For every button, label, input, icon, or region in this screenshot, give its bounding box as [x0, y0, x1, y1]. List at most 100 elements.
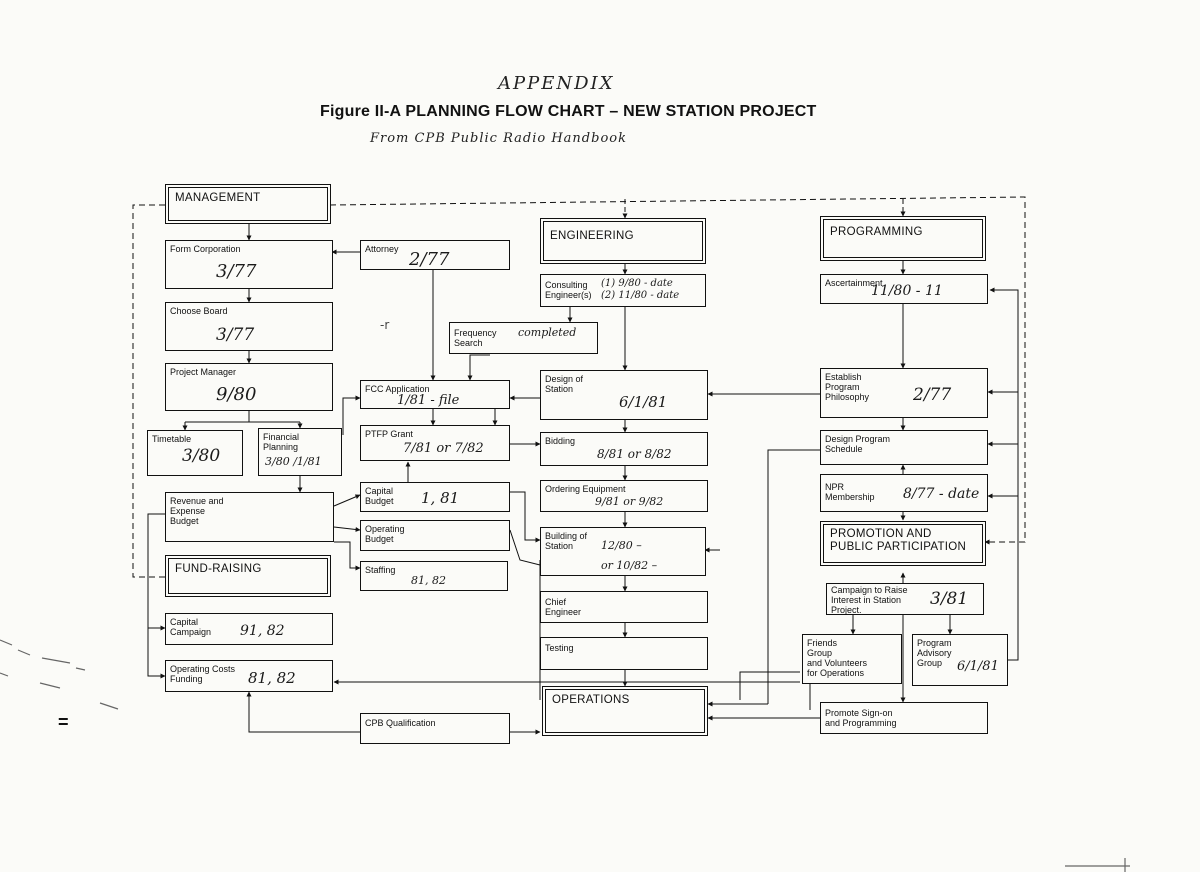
- campaign-raise-date: 3/81: [930, 589, 969, 609]
- management-label: MANAGEMENT: [175, 192, 261, 204]
- npr-membership-date: 8/77 - date: [903, 486, 980, 502]
- form-corporation-label: Form Corporation: [170, 244, 241, 254]
- choose-board-box: Choose Board 3/77: [165, 302, 333, 351]
- form-corporation-box: Form Corporation 3/77: [165, 240, 333, 289]
- design-program-schedule-label: Design Program Schedule: [825, 434, 891, 454]
- fcc-application-label: FCC Application: [365, 384, 430, 394]
- revenue-budget-box: Revenue and Expense Budget: [165, 492, 334, 542]
- ascertainment-label: Ascertainment: [825, 278, 883, 288]
- operations-box: OPERATIONS: [542, 686, 708, 736]
- design-program-schedule-box: Design Program Schedule: [820, 430, 988, 465]
- revenue-budget-label: Revenue and Expense Budget: [170, 496, 224, 526]
- programming-box: PROGRAMMING: [820, 216, 986, 261]
- ordering-equipment-label: Ordering Equipment: [545, 484, 626, 494]
- timetable-date: 3/80: [182, 446, 221, 466]
- program-advisory-label: Program Advisory Group: [917, 638, 952, 668]
- building-station-dates: 12/80 – or 10/82 –: [601, 539, 658, 572]
- friends-group-label: Friends Group and Volunteers for Operati…: [807, 638, 868, 678]
- chief-engineer-box: Chief Engineer: [540, 591, 708, 623]
- building-station-box: Building of Station 12/80 – or 10/82 –: [540, 527, 706, 576]
- ascertainment-box: Ascertainment 11/80 - 11: [820, 274, 988, 304]
- attorney-date: 2/77: [409, 249, 450, 270]
- engineering-label: ENGINEERING: [550, 230, 634, 242]
- financial-planning-date: 3/80 /1/81: [265, 455, 322, 468]
- operating-costs-date: 81, 82: [248, 669, 296, 687]
- staffing-box: Staffing 81, 82: [360, 561, 508, 591]
- programming-label: PROGRAMMING: [830, 226, 923, 238]
- choose-board-label: Choose Board: [170, 306, 228, 316]
- ordering-equipment-box: Ordering Equipment 9/81 or 9/82: [540, 480, 708, 512]
- handwritten-appendix: APPENDIX: [498, 73, 615, 94]
- capital-budget-date: 1, 81: [421, 489, 460, 507]
- financial-planning-box: Financial Planning 3/80 /1/81: [258, 428, 342, 476]
- ordering-equipment-date: 9/81 or 9/82: [595, 495, 664, 508]
- capital-campaign-label: Capital Campaign: [170, 617, 212, 637]
- ascertainment-date: 11/80 - 11: [871, 283, 943, 299]
- stray-mark: -r: [380, 318, 390, 332]
- bidding-label: Bidding: [545, 436, 576, 446]
- capital-budget-label: Capital Budget: [365, 486, 394, 506]
- fcc-application-box: FCC Application 1/81 - file: [360, 380, 510, 409]
- capital-campaign-box: Capital Campaign 91, 82: [165, 613, 333, 645]
- operating-costs-box: Operating Costs Funding 81, 82: [165, 660, 333, 692]
- chief-engineer-label: Chief Engineer: [545, 597, 582, 617]
- promotion-box: PROMOTION AND PUBLIC PARTICIPATION: [820, 521, 986, 566]
- npr-membership-label: NPR Membership: [825, 482, 875, 502]
- project-manager-box: Project Manager 9/80: [165, 363, 333, 411]
- design-station-box: Design of Station 6/1/81: [540, 370, 708, 420]
- figure-title: Figure II-A PLANNING FLOW CHART – NEW ST…: [320, 103, 817, 120]
- promote-signon-label: Promote Sign-on and Programming: [825, 708, 897, 728]
- operating-costs-label: Operating Costs Funding: [170, 664, 236, 684]
- operations-label: OPERATIONS: [552, 694, 630, 706]
- capital-budget-box: Capital Budget 1, 81: [360, 482, 510, 512]
- ptfp-grant-label: PTFP Grant: [365, 429, 413, 439]
- attorney-box: Attorney 2/77: [360, 240, 510, 270]
- ptfp-grant-box: PTFP Grant 7/81 or 7/82: [360, 425, 510, 461]
- operating-budget-label: Operating Budget: [365, 524, 405, 544]
- management-box: MANAGEMENT: [165, 184, 331, 224]
- choose-board-date: 3/77: [216, 325, 255, 345]
- engineering-box: ENGINEERING: [540, 218, 706, 264]
- testing-box: Testing: [540, 637, 708, 670]
- promote-signon-box: Promote Sign-on and Programming: [820, 702, 988, 734]
- cpb-qualification-label: CPB Qualification: [365, 718, 436, 728]
- timetable-label: Timetable: [152, 434, 192, 444]
- project-manager-date: 9/80: [216, 384, 257, 405]
- form-corporation-date: 3/77: [216, 261, 257, 282]
- building-station-label: Building of Station: [545, 531, 588, 551]
- friends-group-box: Friends Group and Volunteers for Operati…: [802, 634, 902, 684]
- fund-raising-box: FUND-RAISING: [165, 555, 331, 597]
- fcc-application-date: 1/81 - file: [397, 393, 460, 408]
- campaign-raise-label: Campaign to Raise Interest in Station Pr…: [831, 585, 908, 615]
- fund-raising-label: FUND-RAISING: [175, 563, 262, 575]
- margin-equals-mark: =: [58, 712, 69, 732]
- program-philosophy-box: Establish Program Philosophy 2/77: [820, 368, 988, 418]
- npr-membership-box: NPR Membership 8/77 - date: [820, 474, 988, 512]
- timetable-box: Timetable 3/80: [147, 430, 243, 476]
- program-advisory-box: Program Advisory Group 6/1/81: [912, 634, 1008, 686]
- consulting-engineer-label: Consulting Engineer(s): [545, 280, 592, 300]
- design-station-date: 6/1/81: [619, 393, 668, 411]
- promotion-label: PROMOTION AND PUBLIC PARTICIPATION: [830, 528, 967, 553]
- handwritten-source-note: From CPB Public Radio Handbook: [370, 131, 627, 146]
- program-advisory-date: 6/1/81: [957, 659, 999, 674]
- ptfp-grant-date: 7/81 or 7/82: [403, 441, 484, 456]
- consulting-engineer-box: Consulting Engineer(s) (1) 9/80 - date (…: [540, 274, 706, 307]
- frequency-search-label: Frequency Search: [454, 328, 497, 348]
- financial-planning-label: Financial Planning: [263, 432, 300, 452]
- consulting-engineer-dates: (1) 9/80 - date (2) 11/80 - date: [601, 278, 680, 301]
- bidding-box: Bidding 8/81 or 8/82: [540, 432, 708, 466]
- testing-label: Testing: [545, 643, 574, 653]
- program-philosophy-label: Establish Program Philosophy: [825, 372, 870, 402]
- capital-campaign-date: 91, 82: [240, 623, 285, 639]
- staffing-date: 81, 82: [411, 574, 446, 587]
- attorney-label: Attorney: [365, 244, 399, 254]
- operating-budget-box: Operating Budget: [360, 520, 510, 551]
- frequency-search-note: completed: [518, 326, 577, 339]
- frequency-search-box: Frequency Search completed: [449, 322, 598, 354]
- design-station-label: Design of Station: [545, 374, 584, 394]
- program-philosophy-date: 2/77: [913, 385, 952, 405]
- campaign-raise-box: Campaign to Raise Interest in Station Pr…: [826, 583, 984, 615]
- cpb-qualification-box: CPB Qualification: [360, 713, 510, 744]
